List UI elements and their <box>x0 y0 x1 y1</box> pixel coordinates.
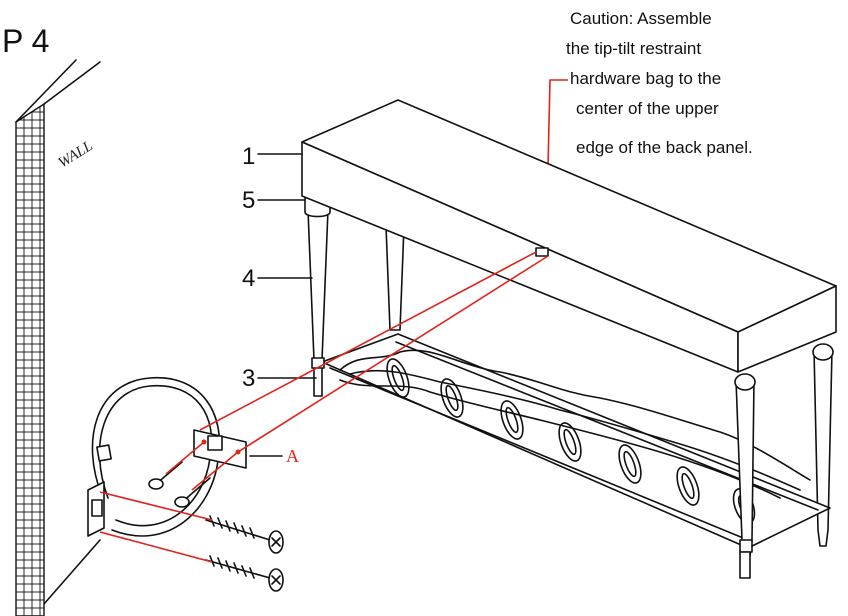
tabletop-side-face <box>737 285 837 373</box>
caution-line-3: hardware bag to the <box>570 69 721 88</box>
restraint-hardware <box>87 377 284 592</box>
back-left-leg <box>385 225 405 331</box>
back-right-leg <box>813 349 833 547</box>
caution-line-2: the tip-tilt restraint <box>566 39 701 58</box>
caution-line-4: center of the upper <box>576 99 719 118</box>
large-screw-1 <box>205 515 284 554</box>
part-labels: 1 5 4 3 <box>242 143 317 392</box>
cable-crimp <box>96 444 112 462</box>
caution-note: Caution: Assemble the tip-tilt restraint… <box>566 9 753 157</box>
small-screw-1 <box>148 461 183 490</box>
wall-label: WALL <box>56 138 96 171</box>
lower-shelf <box>321 333 831 549</box>
console-table <box>301 99 837 579</box>
caution-line-5: edge of the back panel. <box>576 138 753 157</box>
part-label-1: 1 <box>242 143 255 170</box>
part-label-4: 4 <box>242 265 255 292</box>
leg-collar-bottom <box>311 357 325 369</box>
page-label: P 4 <box>2 23 49 59</box>
wall-face <box>15 102 45 616</box>
hardware-a-label: A <box>286 446 299 466</box>
assembly-guide-lines <box>99 251 549 563</box>
part-label-3: 3 <box>242 365 255 392</box>
small-screw-2 <box>174 477 211 508</box>
tabletop-bracket <box>535 247 549 257</box>
cable-loop <box>91 377 221 537</box>
large-screw-2 <box>205 555 284 592</box>
part-label-5: 5 <box>242 187 255 214</box>
caution-line-1: Caution: Assemble <box>570 9 712 28</box>
